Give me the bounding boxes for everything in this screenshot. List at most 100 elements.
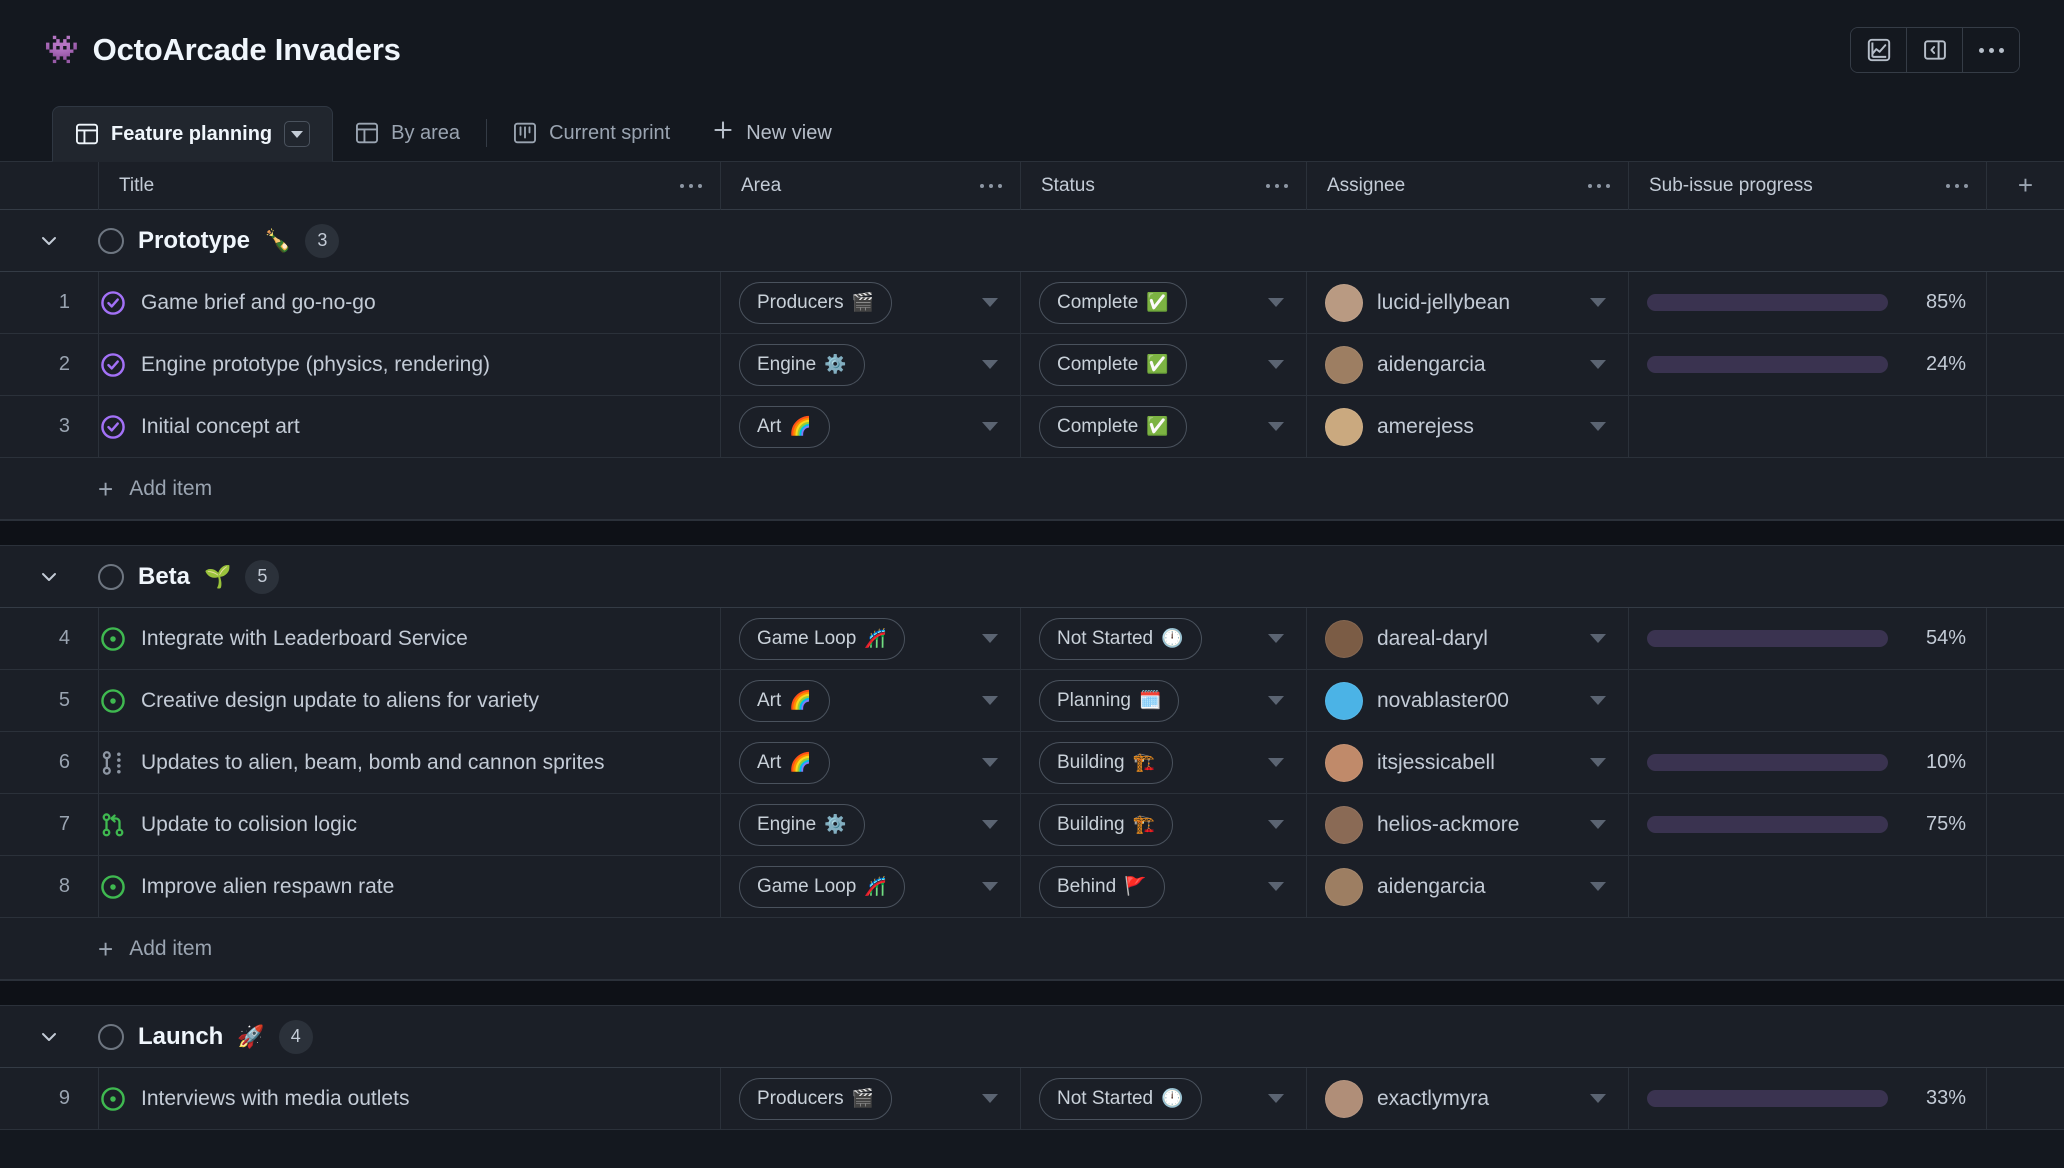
progress-cell[interactable]: 75%: [1628, 793, 1986, 856]
more-options-button[interactable]: [1963, 28, 2019, 72]
area-cell[interactable]: Art 🌈: [720, 395, 1020, 458]
column-menu-icon[interactable]: [1946, 183, 1968, 188]
group-collapse-chevron-down-icon[interactable]: [0, 233, 98, 249]
status-chip[interactable]: Not Started 🕛: [1039, 1077, 1202, 1120]
area-chip[interactable]: Engine ⚙️: [739, 343, 865, 386]
title-cell[interactable]: Creative design update to aliens for var…: [98, 669, 720, 732]
progress-cell-empty[interactable]: [1628, 395, 1986, 458]
progress-cell[interactable]: 54%: [1628, 607, 1986, 670]
assignee-cell[interactable]: exactlymyra: [1306, 1067, 1628, 1130]
side-panel-button[interactable]: [1907, 28, 1963, 72]
title-cell[interactable]: Updates to alien, beam, bomb and cannon …: [98, 731, 720, 794]
table-row[interactable]: 1 Game brief and go-no-go Producers 🎬 Co…: [0, 271, 2064, 334]
title-cell[interactable]: Integrate with Leaderboard Service: [98, 607, 720, 670]
assignee-cell[interactable]: helios-ackmore: [1306, 793, 1628, 856]
group-collapse-chevron-down-icon[interactable]: [0, 1029, 98, 1045]
progress-cell-empty[interactable]: [1628, 669, 1986, 732]
tab-current-sprint[interactable]: Current sprint: [491, 105, 692, 161]
title-cell[interactable]: Update to colision logic: [98, 793, 720, 856]
area-dropdown-chevron-icon[interactable]: [982, 696, 998, 705]
column-header-assignee[interactable]: Assignee: [1306, 161, 1628, 210]
assignee-dropdown-chevron-icon[interactable]: [1590, 422, 1606, 431]
assignee-dropdown-chevron-icon[interactable]: [1590, 298, 1606, 307]
column-header-title[interactable]: Title: [98, 161, 720, 210]
assignee-dropdown-chevron-icon[interactable]: [1590, 634, 1606, 643]
table-row[interactable]: 7 Update to colision logic Engine ⚙️ Bu: [0, 793, 2064, 856]
new-view-button[interactable]: New view: [692, 105, 852, 161]
assignee-cell[interactable]: novablaster00: [1306, 669, 1628, 732]
area-cell[interactable]: Art 🌈: [720, 669, 1020, 732]
assignee-dropdown-chevron-icon[interactable]: [1590, 758, 1606, 767]
table-row[interactable]: 2 Engine prototype (physics, rendering) …: [0, 333, 2064, 396]
status-dropdown-chevron-icon[interactable]: [1268, 422, 1284, 431]
status-chip[interactable]: Not Started 🕛: [1039, 617, 1202, 660]
area-cell[interactable]: Game Loop 🎢: [720, 607, 1020, 670]
table-row[interactable]: 3 Initial concept art Art 🌈 Complete: [0, 395, 2064, 458]
area-chip[interactable]: Art 🌈: [739, 741, 830, 784]
status-dropdown-chevron-icon[interactable]: [1268, 696, 1284, 705]
area-cell[interactable]: Art 🌈: [720, 731, 1020, 794]
area-chip[interactable]: Game Loop 🎢: [739, 617, 905, 660]
status-cell[interactable]: Complete ✅: [1020, 333, 1306, 396]
title-cell[interactable]: Interviews with media outlets: [98, 1067, 720, 1130]
tab-chevron-down-icon[interactable]: [284, 121, 311, 147]
area-dropdown-chevron-icon[interactable]: [982, 820, 998, 829]
title-cell[interactable]: Engine prototype (physics, rendering): [98, 333, 720, 396]
status-chip[interactable]: Behind 🚩: [1039, 865, 1165, 908]
progress-cell[interactable]: 24%: [1628, 333, 1986, 396]
area-cell[interactable]: Producers 🎬: [720, 1067, 1020, 1130]
title-cell[interactable]: Improve alien respawn rate: [98, 855, 720, 918]
progress-cell[interactable]: 10%: [1628, 731, 1986, 794]
assignee-cell[interactable]: aidengarcia: [1306, 333, 1628, 396]
group-header-beta[interactable]: Beta 🌱 5: [0, 546, 2064, 608]
area-cell[interactable]: Engine ⚙️: [720, 793, 1020, 856]
assignee-cell[interactable]: lucid-jellybean: [1306, 271, 1628, 334]
status-dropdown-chevron-icon[interactable]: [1268, 298, 1284, 307]
status-cell[interactable]: Building 🏗️: [1020, 731, 1306, 794]
area-chip[interactable]: Producers 🎬: [739, 1077, 893, 1120]
area-chip[interactable]: Game Loop 🎢: [739, 865, 905, 908]
area-dropdown-chevron-icon[interactable]: [982, 758, 998, 767]
table-row[interactable]: 4 Integrate with Leaderboard Service Gam…: [0, 607, 2064, 670]
area-cell[interactable]: Game Loop 🎢: [720, 855, 1020, 918]
add-column-button[interactable]: +: [1986, 161, 2064, 210]
area-chip[interactable]: Engine ⚙️: [739, 803, 865, 846]
tab-feature-planning[interactable]: Feature planning: [52, 106, 334, 162]
status-dropdown-chevron-icon[interactable]: [1268, 360, 1284, 369]
column-menu-icon[interactable]: [1266, 183, 1288, 188]
column-header-sub-issue-progress[interactable]: Sub-issue progress: [1628, 161, 1986, 210]
status-cell[interactable]: Behind 🚩: [1020, 855, 1306, 918]
table-row[interactable]: 9 Interviews with media outlets Producer…: [0, 1067, 2064, 1130]
area-dropdown-chevron-icon[interactable]: [982, 422, 998, 431]
column-menu-icon[interactable]: [680, 183, 702, 188]
area-dropdown-chevron-icon[interactable]: [982, 298, 998, 307]
status-chip[interactable]: Complete ✅: [1039, 405, 1187, 448]
area-dropdown-chevron-icon[interactable]: [982, 634, 998, 643]
area-dropdown-chevron-icon[interactable]: [982, 1094, 998, 1103]
column-menu-icon[interactable]: [980, 183, 1002, 188]
insights-button[interactable]: [1851, 28, 1907, 72]
title-cell[interactable]: Initial concept art: [98, 395, 720, 458]
progress-cell[interactable]: 33%: [1628, 1067, 1986, 1130]
area-chip[interactable]: Art 🌈: [739, 405, 830, 448]
table-row[interactable]: 6 Updates to alien, beam, bomb and canno…: [0, 731, 2064, 794]
group-header-launch[interactable]: Launch 🚀 4: [0, 1006, 2064, 1068]
assignee-dropdown-chevron-icon[interactable]: [1590, 696, 1606, 705]
status-dropdown-chevron-icon[interactable]: [1268, 1094, 1284, 1103]
assignee-dropdown-chevron-icon[interactable]: [1590, 820, 1606, 829]
status-cell[interactable]: Building 🏗️: [1020, 793, 1306, 856]
progress-cell-empty[interactable]: [1628, 855, 1986, 918]
assignee-dropdown-chevron-icon[interactable]: [1590, 882, 1606, 891]
table-row[interactable]: 5 Creative design update to aliens for v…: [0, 669, 2064, 732]
area-dropdown-chevron-icon[interactable]: [982, 360, 998, 369]
status-chip[interactable]: Complete ✅: [1039, 343, 1187, 386]
area-chip[interactable]: Producers 🎬: [739, 281, 893, 324]
assignee-cell[interactable]: aidengarcia: [1306, 855, 1628, 918]
status-dropdown-chevron-icon[interactable]: [1268, 820, 1284, 829]
add-item-button[interactable]: + Add item: [0, 918, 2064, 980]
assignee-cell[interactable]: dareal-daryl: [1306, 607, 1628, 670]
status-chip[interactable]: Building 🏗️: [1039, 803, 1174, 846]
status-cell[interactable]: Not Started 🕛: [1020, 607, 1306, 670]
status-dropdown-chevron-icon[interactable]: [1268, 882, 1284, 891]
add-item-button[interactable]: + Add item: [0, 458, 2064, 520]
